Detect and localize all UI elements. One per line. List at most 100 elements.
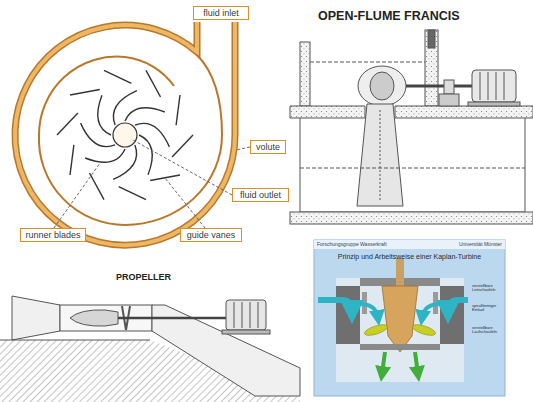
part-label-box: fluid inlet [193,6,249,20]
runner-blade-set [135,123,170,147]
draft-tube [357,104,403,206]
runner-blade-set [411,322,436,337]
leader-line [236,147,250,150]
bearing [444,80,454,94]
bulb [70,310,118,326]
outflow-arrow [415,352,418,374]
part-label-box: fluid outlet [232,188,289,202]
kaplan-slide [314,240,505,396]
guide-vane-set [146,70,161,97]
volute-drawing [15,22,250,245]
flow-arrow [318,300,468,318]
guide-vane-set [57,113,78,135]
runner-blade-set [81,91,170,180]
guide-vane-set [176,95,180,125]
guide-vane-set [150,175,180,181]
generator-fins [258,302,259,328]
casing-left [336,286,360,344]
outflow-arrow [382,352,385,374]
callout-text: verstellbare Laufschaufeln [472,326,505,335]
intake [12,296,60,340]
pit-floor [290,212,533,224]
slide-header-text: Forschungsgruppe Wasserkraft [317,242,417,248]
flow-arrow [318,300,352,312]
runner-blade-set [363,322,436,337]
part-label-box: guide vanes [180,228,242,242]
part-label: fluid outlet [233,189,288,201]
shaft [396,258,404,288]
hub-cone [382,286,418,352]
draft-tube-axis [380,110,381,200]
generator-fins [234,302,258,328]
panel-title: PROPELLER [116,272,171,282]
runner-blade-set [125,108,165,121]
panel-title: OPEN-FLUME FRANCIS [318,9,460,23]
shaft [406,85,472,88]
headwall [425,30,438,106]
guide-vane-set [70,145,74,175]
runner-blade-set [363,322,388,337]
flow-arrow [422,304,440,318]
leader-line [54,163,100,228]
generator-fins [480,72,481,100]
generator-base [468,102,520,106]
leader-line [133,140,232,195]
discharge-ring [360,344,440,350]
casing-right [440,286,464,344]
guide-vane-set [70,90,100,96]
forebay-wall [300,42,310,106]
callout-text: spiralförmiger Einlauf [472,304,505,313]
leader-line [54,140,250,228]
tailwater-level [300,168,525,169]
guide-vane-set [119,187,146,200]
headwall-top [428,30,435,48]
bearing-stand [439,94,459,106]
guide-vane-set [57,70,193,199]
part-label: guide vanes [181,229,241,241]
slide-header [314,240,505,249]
part-label: fluid inlet [194,7,248,19]
ground-line [0,340,150,341]
generator-fins [250,302,251,328]
water-level [310,62,425,63]
generator-fins [242,302,243,328]
runner-blade-set [85,149,125,162]
part-label-box: runner blades [20,228,86,242]
generator-fins [234,302,235,328]
propeller-drawing [0,296,300,402]
part-label-box: volute [250,140,286,154]
slide-panel: Forschungsgruppe Wasserkraft Universität … [314,240,505,396]
casing-wall [15,22,235,245]
runner [370,72,394,100]
generator-fins [504,72,505,100]
casing-wall [15,22,235,245]
generator-fins [496,72,497,100]
slide-header-text: Universität Münster [424,242,502,248]
generator-fins [480,72,504,100]
slide-title: Prinzip und Arbeitsweise einer Kaplan-Tu… [318,253,501,261]
outlet-eye [113,123,137,147]
guide-vane-set [172,135,193,157]
flow-arrow [360,304,378,318]
outflow-arrow [382,352,418,374]
open-flume-drawing [290,30,533,224]
tailrace-pit [300,118,525,212]
generator-fins [488,72,489,100]
part-label: runner blades [21,229,85,241]
generator [472,70,516,102]
shaft [118,317,226,320]
flow-arrow [448,300,468,312]
guide-vane-set [104,70,131,83]
guide-vane-set [90,173,105,200]
runner-blade-set [139,135,152,175]
machine-background [336,278,464,382]
slide-background [314,240,505,396]
turbine-casing [358,66,406,106]
generator [226,300,266,330]
leader-line [165,178,205,228]
floor-slab [290,106,533,118]
callout-text: verstellbare Leitschaufeln [472,284,505,293]
generator-base [222,330,270,334]
runner-blade-set [98,95,111,135]
